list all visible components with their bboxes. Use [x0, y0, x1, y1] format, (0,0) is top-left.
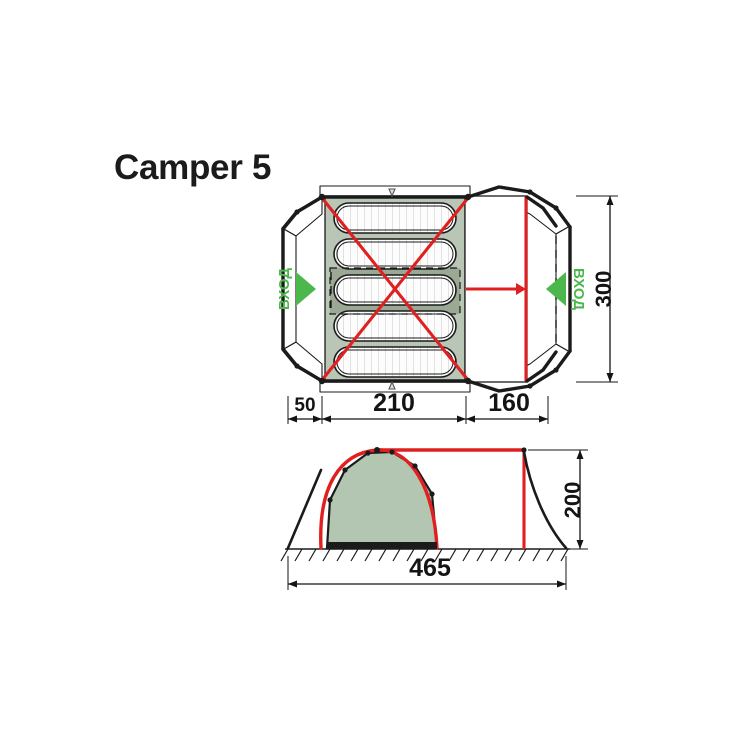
- entrance-marker-left: ВХОД: [276, 268, 316, 310]
- vent-markers: [388, 188, 396, 390]
- dimension-300-label: 300: [591, 271, 616, 308]
- sleeping-bag: [333, 346, 457, 378]
- entrance-label-right: ВХОД: [570, 268, 587, 310]
- arrow-left-icon: [546, 272, 566, 306]
- floor-strip: [327, 542, 437, 549]
- pole-joint-dots: [327, 447, 527, 503]
- structural-seams: [281, 185, 572, 393]
- dimension-160: 160: [466, 389, 548, 423]
- sleeping-bag: [333, 310, 457, 342]
- page-title: Camper 5: [114, 148, 272, 187]
- dimension-200: 200: [528, 449, 588, 550]
- entrance-label-left: ВХОД: [276, 268, 293, 310]
- sleeping-bag: [333, 238, 457, 270]
- side-elevation-view: 200 465: [280, 447, 588, 590]
- inner-zone-dashed-outline: [329, 267, 461, 315]
- arrow-right-icon: [296, 272, 316, 306]
- dimension-210: 210: [322, 389, 466, 423]
- floor-plan-view: ВХОД ВХОД 300: [276, 185, 618, 424]
- pole-tip-marker: [516, 283, 526, 295]
- corner-anchor-points: [294, 189, 559, 389]
- door-dashed-lines: [330, 236, 557, 344]
- dimension-210-label: 210: [373, 389, 415, 417]
- dimension-50: 50: [288, 395, 322, 423]
- dimension-200-label: 200: [560, 482, 585, 519]
- entrance-marker-right: ВХОД: [546, 268, 587, 310]
- sleeping-bag: [333, 202, 457, 234]
- dimension-465-label: 465: [409, 554, 451, 582]
- pole-cross-lines: [320, 196, 470, 382]
- dimension-465: 465: [287, 554, 567, 590]
- fly-outline-black: [286, 450, 568, 550]
- dimension-300: 300: [576, 195, 618, 383]
- dimension-50-label: 50: [294, 395, 315, 416]
- sleeping-bags-group: [333, 202, 457, 378]
- dimension-160-label: 160: [488, 389, 530, 417]
